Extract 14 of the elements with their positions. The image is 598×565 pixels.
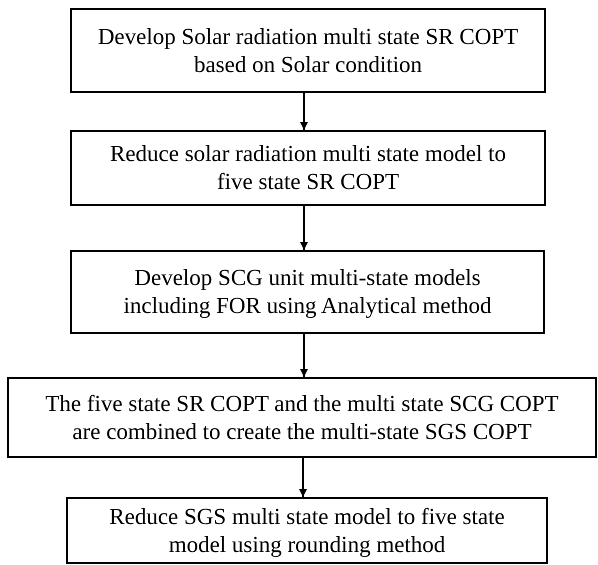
step-text: Develop SCG unit multi-state models including FOR using Analytical method (122, 264, 492, 320)
arrow (300, 93, 308, 130)
process-box (70, 130, 546, 206)
step-text: Develop Solar radiation multi state SR COPT based on Solar condition (96, 22, 520, 78)
step-text: The five state SR COPT and the multi state SCG COPT are combined to create the multi-state SGS COPT (44, 390, 560, 446)
process-box (66, 497, 548, 564)
process-box (70, 250, 545, 334)
step-text: Reduce SGS multi state model to five state model using rounding method (108, 502, 506, 558)
process-box (7, 377, 597, 458)
arrow (299, 458, 307, 497)
arrow (300, 206, 308, 250)
step-text: Reduce solar radiation multi state model to five state SR COPT (108, 140, 507, 196)
arrow (300, 334, 308, 377)
process-box (70, 8, 546, 93)
